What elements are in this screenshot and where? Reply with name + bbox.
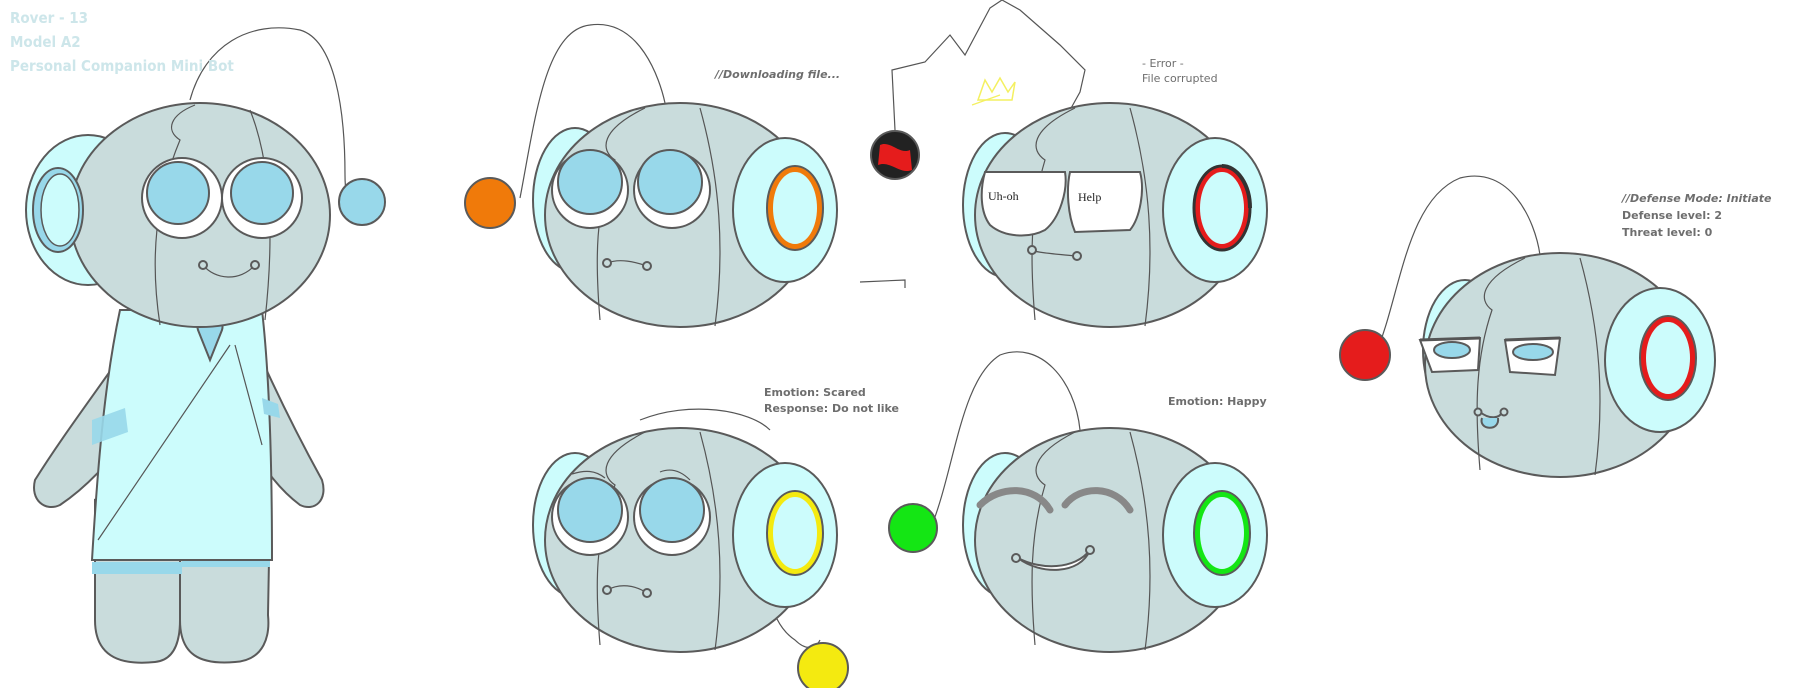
note-error-title: - Error - <box>1142 57 1184 70</box>
full-body-robot <box>25 27 386 664</box>
robot-description: Personal Companion Mini Bot <box>10 57 234 75</box>
screen-text-right: Help <box>1078 190 1102 204</box>
note-downloading: //Downloading file... <box>715 68 841 81</box>
antenna-ball-green <box>888 503 938 553</box>
head-downloading <box>464 24 838 328</box>
note-scared-response: Response: Do not like <box>764 402 899 415</box>
note-happy-emotion: Emotion: Happy <box>1168 395 1267 408</box>
note-error-detail: File corrupted <box>1142 72 1218 85</box>
robot-model: Model A2 <box>10 33 81 51</box>
antenna-ball-blue <box>338 178 386 226</box>
head-defense <box>1339 175 1716 478</box>
robot-name: Rover - 13 <box>10 9 89 27</box>
antenna-ball-orange <box>464 177 516 229</box>
note-scared-emotion: Emotion: Scared <box>764 386 866 399</box>
screen-text-left: Uh-oh <box>988 189 1019 203</box>
head-happy <box>888 351 1268 653</box>
antenna-ball-yellow <box>797 642 849 688</box>
note-threat-level: Threat level: 0 <box>1622 226 1713 239</box>
antenna-ball-red <box>1339 329 1391 381</box>
head-scared <box>532 408 849 688</box>
note-defense-level: Defense level: 2 <box>1622 209 1723 222</box>
head-error <box>859 0 1268 328</box>
note-defense-mode: //Defense Mode: Initiate <box>1622 192 1772 205</box>
